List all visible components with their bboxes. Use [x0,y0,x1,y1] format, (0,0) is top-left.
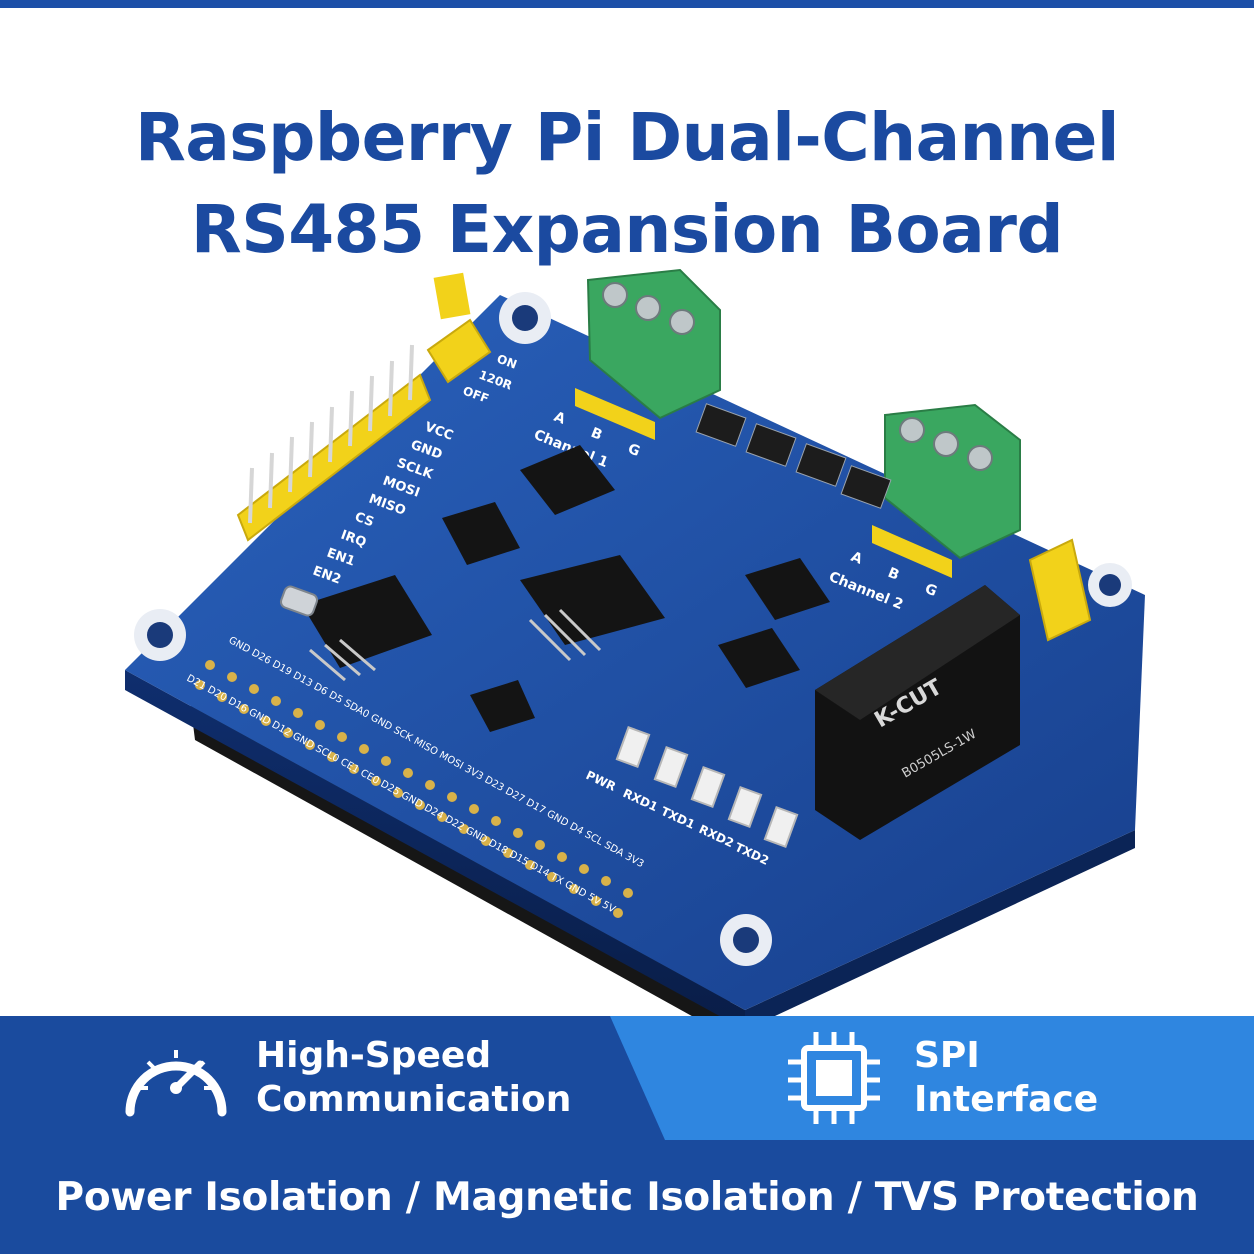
gpio-holes [195,660,633,918]
isolator-chip-1 [442,502,520,565]
mounting-holes [134,292,1132,966]
svg-text:G: G [626,441,643,460]
dcdc-isolation-module: K-CUT B0505LS-1W [815,585,1020,840]
feature-band: High-Speed Communication SPI [0,1016,1254,1140]
feature-text: High-Speed Communication [256,1034,571,1122]
crystal-oscillator [279,585,319,617]
title-line-1: Raspberry Pi Dual-Channel [134,99,1120,177]
band-split [0,1016,1254,1140]
top-accent-strip [0,0,1254,8]
chip-pins [309,608,602,682]
board-illustration: VCC GND SCLK MOSI MISO CS IRQ EN1 EN2 ON… [0,240,1254,1040]
transceiver-chip-2 [745,558,830,620]
transceiver-chip-1 [520,445,615,515]
page-title: Raspberry Pi Dual-Channel RS485 Expansio… [0,92,1254,276]
pin-label: CS [353,510,376,531]
title-line-2: RS485 Expansion Board [190,191,1064,269]
gauge-icon [118,1028,234,1128]
pcb-board [125,295,1145,1010]
terminal-block-channel-2 [872,403,1021,578]
integrated-circuits [302,445,830,732]
spi-uart-chip [520,555,665,645]
chip-icon [776,1028,892,1128]
rs485-board-image: VCC GND SCLK MOSI MISO CS IRQ EN1 EN2 ON… [125,268,1145,1040]
regulator-chip [470,680,535,732]
feature-text: SPI Interface [914,1034,1098,1122]
status-leds [615,725,799,849]
spi-pin-header [236,344,432,542]
protection-features-text: Power Isolation / Magnetic Isolation / T… [55,1174,1199,1220]
svg-text:G: G [923,581,940,600]
board-edge-right [745,830,1135,1030]
feature-line-2: Communication [256,1079,572,1120]
controller-chip [302,575,432,668]
feature-spi: SPI Interface [776,1016,1098,1140]
isolator-chip-2 [718,628,800,688]
terminal-block-channel-1 [575,268,721,440]
termination-jumper-1 [426,272,492,384]
feature-line-2: Interface [914,1079,1099,1120]
feature-line-1: High-Speed [256,1035,492,1076]
board-edge [125,670,745,1030]
svg-text:ON: ON [495,352,519,372]
feature-high-speed: High-Speed Communication [118,1016,571,1140]
termination-jumper-2 [1028,538,1092,642]
bottom-band: Power Isolation / Magnetic Isolation / T… [0,1140,1254,1254]
tvs-diodes [695,403,892,509]
feature-line-1: SPI [914,1035,980,1076]
